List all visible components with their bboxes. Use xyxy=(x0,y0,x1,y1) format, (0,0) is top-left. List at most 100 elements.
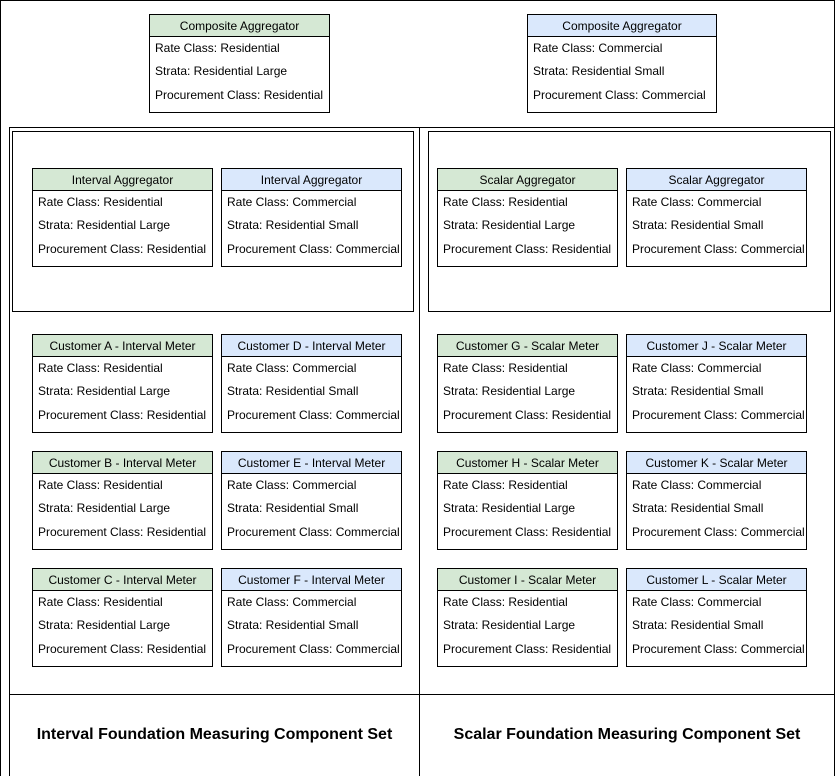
section-divider-left xyxy=(9,127,10,776)
card-row: Rate Class: Residential xyxy=(443,195,568,209)
card-row: Rate Class: Residential xyxy=(443,361,568,375)
card-header: Customer I - Scalar Meter xyxy=(438,569,617,591)
card-row: Strata: Residential Large xyxy=(155,64,288,79)
card-row: Strata: Residential Small xyxy=(632,501,764,516)
interval-meter-customer-c: Customer C - Interval Meter Rate Class: … xyxy=(32,568,213,667)
card-header: Customer H - Scalar Meter xyxy=(438,452,617,474)
outer-border-top xyxy=(0,0,835,1)
card-row: Rate Class: Commercial xyxy=(227,361,357,375)
card-row: Procurement Class: Commercial xyxy=(227,524,400,539)
card-row: Rate Class: Residential xyxy=(443,595,568,609)
scalar-meter-customer-h: Customer H - Scalar Meter Rate Class: Re… xyxy=(437,451,618,550)
card-row: Rate Class: Commercial xyxy=(632,478,762,492)
card-row: Strata: Residential Small xyxy=(632,618,764,633)
card-row: Procurement Class: Residential xyxy=(443,241,612,256)
scalar-meter-customer-i: Customer I - Scalar Meter Rate Class: Re… xyxy=(437,568,618,667)
card-header: Customer L - Scalar Meter xyxy=(627,569,806,591)
interval-meter-customer-a: Customer A - Interval Meter Rate Class: … xyxy=(32,334,213,433)
card-header: Customer A - Interval Meter xyxy=(33,335,212,357)
card-row: Procurement Class: Residential xyxy=(443,641,612,656)
card-row: Procurement Class: Commercial xyxy=(227,641,400,656)
scalar-aggregator-frame xyxy=(428,131,831,312)
card-row: Strata: Residential Large xyxy=(38,618,171,633)
card-row: Rate Class: Commercial xyxy=(227,478,357,492)
interval-aggregator-frame xyxy=(12,131,414,312)
card-row: Strata: Residential Large xyxy=(443,218,576,233)
scalar-aggregator-commercial: Scalar Aggregator Rate Class: Commercial… xyxy=(626,168,807,267)
card-row: Procurement Class: Commercial xyxy=(632,407,805,422)
card-row: Strata: Residential Large xyxy=(38,218,171,233)
card-row: Strata: Residential Small xyxy=(227,218,359,233)
card-row: Strata: Residential Small xyxy=(227,384,359,399)
card-row: Rate Class: Commercial xyxy=(632,195,762,209)
card-row: Strata: Residential Small xyxy=(227,501,359,516)
card-row: Strata: Residential Large xyxy=(38,501,171,516)
card-row: Procurement Class: Residential xyxy=(38,641,207,656)
card-row: Rate Class: Residential xyxy=(38,595,163,609)
card-row: Rate Class: Residential xyxy=(38,361,163,375)
card-row: Procurement Class: Commercial xyxy=(227,241,400,256)
scalar-meter-customer-l: Customer L - Scalar Meter Rate Class: Co… xyxy=(626,568,807,667)
card-row: Rate Class: Commercial xyxy=(227,195,357,209)
card-header: Customer B - Interval Meter xyxy=(33,452,212,474)
card-row: Rate Class: Commercial xyxy=(632,361,762,375)
card-header: Customer E - Interval Meter xyxy=(222,452,401,474)
card-header: Scalar Aggregator xyxy=(627,169,806,191)
card-row: Rate Class: Residential xyxy=(443,478,568,492)
interval-meter-customer-b: Customer B - Interval Meter Rate Class: … xyxy=(32,451,213,550)
card-header: Composite Aggregator xyxy=(150,15,329,37)
card-row: Procurement Class: Commercial xyxy=(227,407,400,422)
scalar-set-label: Scalar Foundation Measuring Component Se… xyxy=(453,726,801,743)
card-header: Scalar Aggregator xyxy=(438,169,617,191)
card-row: Strata: Residential Large xyxy=(443,618,576,633)
composite-aggregator-commercial: Composite Aggregator Rate Class: Commerc… xyxy=(527,14,717,113)
card-row: Procurement Class: Residential xyxy=(38,407,207,422)
card-header: Customer C - Interval Meter xyxy=(33,569,212,591)
card-row: Procurement Class: Residential xyxy=(38,524,207,539)
interval-aggregator-commercial: Interval Aggregator Rate Class: Commerci… xyxy=(221,168,402,267)
card-header: Customer F - Interval Meter xyxy=(222,569,401,591)
card-row: Strata: Residential Small xyxy=(533,64,665,79)
section-divider-middle xyxy=(419,127,420,776)
card-row: Procurement Class: Residential xyxy=(155,87,324,102)
scalar-aggregator-residential: Scalar Aggregator Rate Class: Residentia… xyxy=(437,168,618,267)
interval-set-label: Interval Foundation Measuring Component … xyxy=(36,726,393,743)
section-divider-top xyxy=(9,127,834,128)
scalar-meter-customer-j: Customer J - Scalar Meter Rate Class: Co… xyxy=(626,334,807,433)
card-row: Strata: Residential Large xyxy=(443,384,576,399)
outer-border-left xyxy=(0,0,1,776)
card-header: Customer J - Scalar Meter xyxy=(627,335,806,357)
card-row: Procurement Class: Residential xyxy=(443,407,612,422)
interval-meter-customer-e: Customer E - Interval Meter Rate Class: … xyxy=(221,451,402,550)
footer-divider xyxy=(9,694,834,695)
card-row: Strata: Residential Large xyxy=(38,384,171,399)
card-row: Strata: Residential Large xyxy=(443,501,576,516)
card-header: Customer D - Interval Meter xyxy=(222,335,401,357)
card-row: Procurement Class: Residential xyxy=(38,241,207,256)
card-row: Strata: Residential Small xyxy=(632,384,764,399)
card-row: Procurement Class: Commercial xyxy=(533,87,706,102)
card-row: Procurement Class: Residential xyxy=(443,524,612,539)
composite-aggregator-residential: Composite Aggregator Rate Class: Residen… xyxy=(149,14,330,113)
scalar-meter-customer-g: Customer G - Scalar Meter Rate Class: Re… xyxy=(437,334,618,433)
interval-meter-customer-f: Customer F - Interval Meter Rate Class: … xyxy=(221,568,402,667)
card-header: Interval Aggregator xyxy=(33,169,212,191)
card-row: Rate Class: Commercial xyxy=(227,595,357,609)
card-row: Procurement Class: Commercial xyxy=(632,241,805,256)
card-header: Interval Aggregator xyxy=(222,169,401,191)
card-row: Rate Class: Residential xyxy=(38,478,163,492)
card-row: Procurement Class: Commercial xyxy=(632,641,805,656)
card-row: Rate Class: Residential xyxy=(155,41,280,55)
card-row: Strata: Residential Small xyxy=(632,218,764,233)
card-row: Strata: Residential Small xyxy=(227,618,359,633)
interval-aggregator-residential: Interval Aggregator Rate Class: Resident… xyxy=(32,168,213,267)
interval-meter-customer-d: Customer D - Interval Meter Rate Class: … xyxy=(221,334,402,433)
card-row: Rate Class: Commercial xyxy=(632,595,762,609)
card-row: Procurement Class: Commercial xyxy=(632,524,805,539)
card-row: Rate Class: Commercial xyxy=(533,41,663,55)
card-header: Customer G - Scalar Meter xyxy=(438,335,617,357)
card-header: Composite Aggregator xyxy=(528,15,716,37)
scalar-meter-customer-k: Customer K - Scalar Meter Rate Class: Co… xyxy=(626,451,807,550)
card-header: Customer K - Scalar Meter xyxy=(627,452,806,474)
card-row: Rate Class: Residential xyxy=(38,195,163,209)
